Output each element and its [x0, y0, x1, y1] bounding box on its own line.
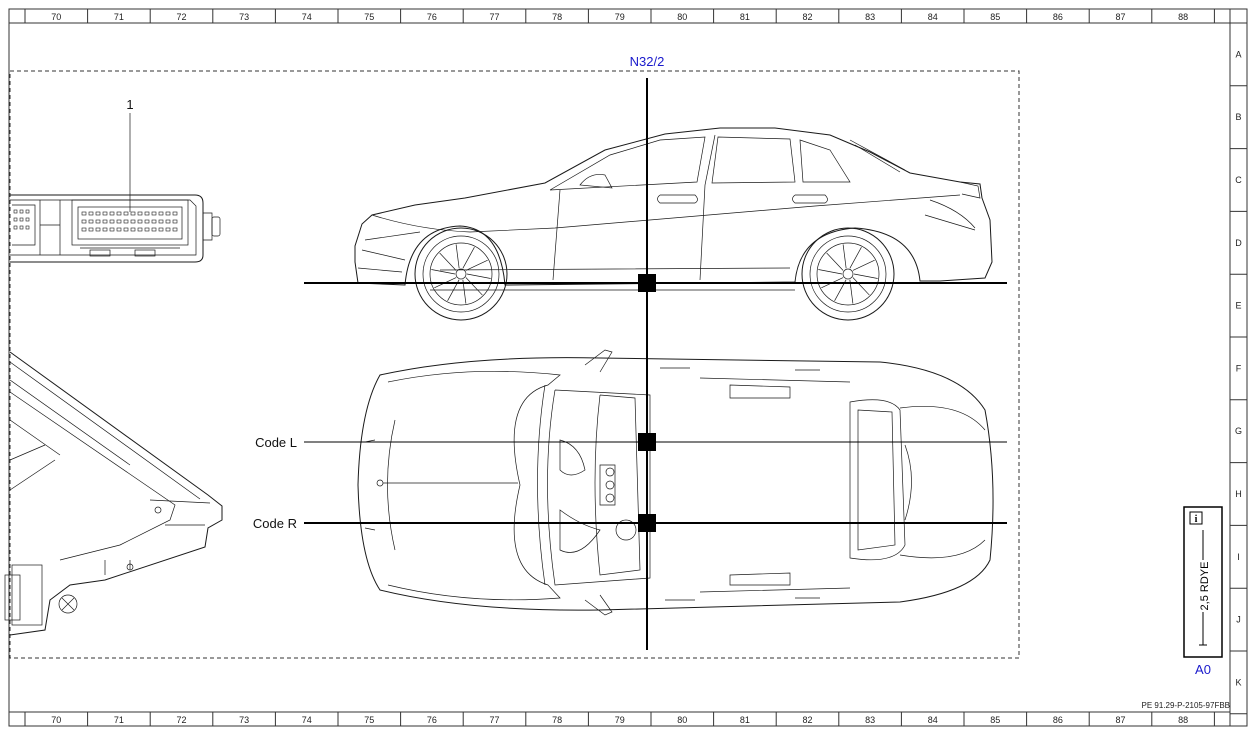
column-number-72: 72	[176, 12, 186, 22]
code-r-label: Code R	[253, 516, 297, 531]
row-letter-D: D	[1235, 238, 1242, 248]
column-number-86: 86	[1053, 715, 1063, 725]
row-letter-A: A	[1235, 49, 1241, 59]
column-number-72: 72	[176, 715, 186, 725]
column-number-71: 71	[114, 715, 124, 725]
code-l-label: Code L	[255, 435, 297, 450]
right-row-ruler: ABCDEFGHIJKL	[1230, 22, 1247, 715]
info-icon-glyph: i	[1195, 514, 1198, 525]
column-number-76: 76	[427, 715, 437, 725]
column-number-84: 84	[928, 715, 938, 725]
component-location-marker-left	[638, 433, 656, 451]
component-label: N32/2	[630, 54, 665, 69]
column-number-85: 85	[990, 715, 1000, 725]
location-link[interactable]: A0	[1195, 662, 1211, 677]
column-number-80: 80	[677, 715, 687, 725]
column-number-88: 88	[1178, 12, 1188, 22]
column-number-71: 71	[114, 12, 124, 22]
row-letter-B: B	[1235, 112, 1241, 122]
row-letter-E: E	[1235, 301, 1241, 311]
location-markers: Code L Code R	[253, 78, 1007, 650]
sheet-border	[8, 8, 1248, 727]
vehicle-top-view	[357, 349, 994, 616]
column-number-75: 75	[364, 12, 374, 22]
column-number-75: 75	[364, 715, 374, 725]
column-number-81: 81	[740, 12, 750, 22]
column-number-73: 73	[239, 12, 249, 22]
top-column-ruler: 70 71 72 73 74 75 76 77 78 79 80 81 82 83 84 85 86 87 88	[24, 9, 1215, 23]
column-number-73: 73	[239, 715, 249, 725]
column-number-81: 81	[740, 715, 750, 725]
column-number-83: 83	[865, 715, 875, 725]
control-unit-housing	[4, 351, 223, 636]
info-icon[interactable]	[1189, 511, 1203, 525]
column-number-80: 80	[677, 12, 687, 22]
column-number-82: 82	[802, 715, 812, 725]
column-number-85: 85	[990, 12, 1000, 22]
column-number-79: 79	[615, 12, 625, 22]
column-number-87: 87	[1115, 715, 1125, 725]
row-letter-H: H	[1235, 489, 1242, 499]
row-letter-C: C	[1235, 175, 1242, 185]
column-number-88: 88	[1178, 715, 1188, 725]
column-number-83: 83	[865, 12, 875, 22]
column-number-70: 70	[51, 12, 61, 22]
row-letter-F: F	[1236, 363, 1242, 373]
column-number-74: 74	[302, 12, 312, 22]
column-number-79: 79	[615, 715, 625, 725]
bottom-column-ruler: 70 71 72 73 74 75 76 77 78 79 80 81 82 83 84 85 86 87 88	[24, 712, 1215, 726]
column-number-78: 78	[552, 715, 562, 725]
wire-info-box[interactable]: i 2,5 RDYE A0	[1183, 506, 1223, 677]
column-number-82: 82	[802, 12, 812, 22]
column-number-77: 77	[489, 715, 499, 725]
column-number-76: 76	[427, 12, 437, 22]
component-location-marker-right	[638, 514, 656, 532]
row-letter-G: G	[1235, 426, 1242, 436]
wire-spec-label: 2,5 RDYE	[1199, 562, 1211, 611]
column-number-86: 86	[1053, 12, 1063, 22]
column-number-87: 87	[1115, 12, 1125, 22]
connector-part-1: 1	[10, 97, 221, 263]
document-reference: PE 91.29-P-2105-97FBB	[1142, 701, 1231, 710]
component-area-dashed-frame	[9, 70, 1020, 659]
column-number-77: 77	[489, 12, 499, 22]
column-number-84: 84	[928, 12, 938, 22]
part-callout-number: 1	[126, 97, 133, 112]
column-number-70: 70	[51, 715, 61, 725]
row-letter-J: J	[1236, 615, 1241, 625]
column-number-74: 74	[302, 715, 312, 725]
row-letter-I: I	[1237, 552, 1240, 562]
row-letter-K: K	[1235, 677, 1241, 687]
component-location-marker-side	[638, 274, 656, 292]
column-number-78: 78	[552, 12, 562, 22]
vehicle-side-view	[354, 127, 993, 321]
